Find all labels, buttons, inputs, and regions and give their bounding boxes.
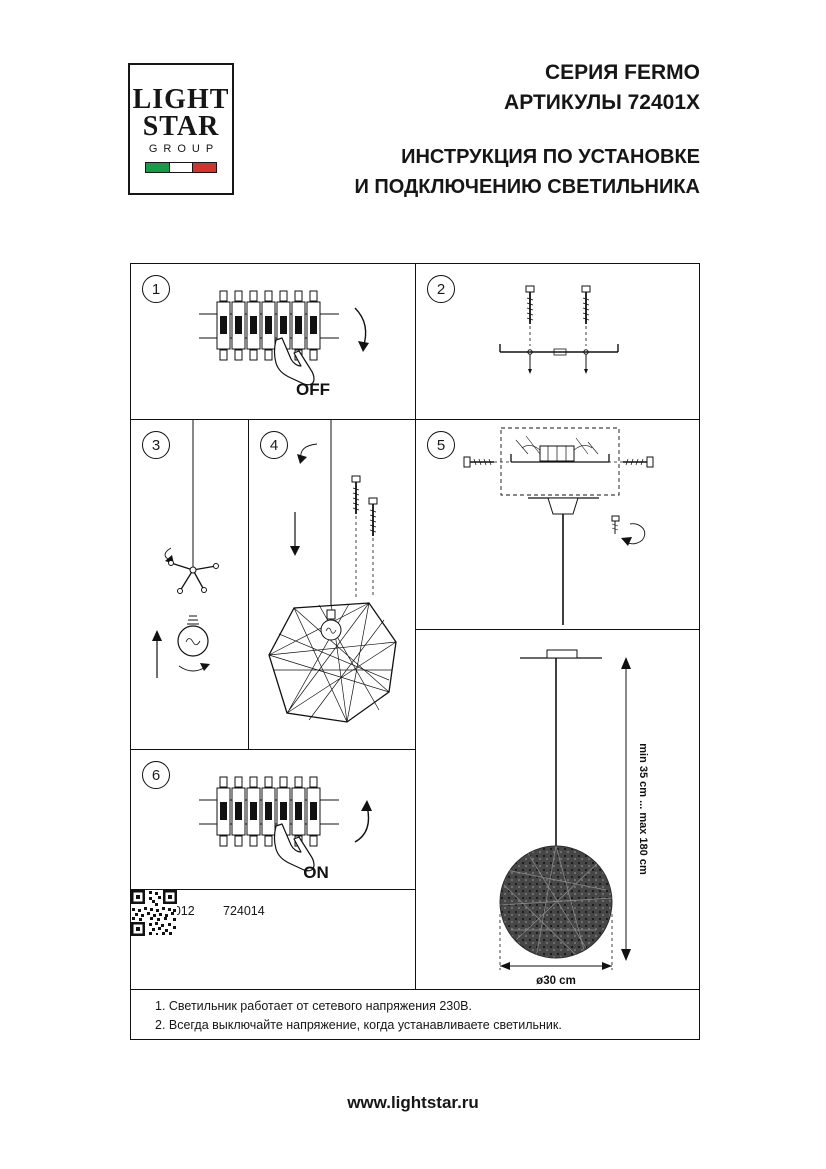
step-1-illustration: OFF — [131, 264, 369, 399]
product-codes-panel: 724012 724014 — [130, 889, 416, 990]
step-5-panel: 5 — [415, 419, 700, 630]
cord-and-holder-drawing — [164, 420, 219, 594]
step-5-illustration — [463, 427, 654, 625]
instruction-title-line1: ИНСТРУКЦИЯ ПО УСТАНОВКЕ — [401, 146, 700, 168]
step-2-panel: 2 — [415, 263, 700, 420]
step-1-panel: 1 OFF — [130, 263, 416, 420]
assembled-lamp-drawing — [499, 649, 613, 959]
assembled-lamp-panel: min 35 cm ... max 180 cm ø30 cm — [415, 629, 700, 990]
height-dimension: min 35 cm ... max 180 cm — [621, 657, 649, 961]
logo-text-light: LIGHT — [132, 83, 230, 115]
step-5-number: 5 — [427, 431, 455, 459]
diameter-label: ø30 cm — [536, 975, 576, 987]
ceiling-mounting-drawing — [463, 427, 654, 625]
bulb-inside-shade-icon — [320, 609, 342, 641]
mounting-bracket-drawing — [499, 344, 619, 374]
circuit-breakers-drawing — [199, 777, 339, 846]
qr-code-724014 — [131, 890, 415, 989]
facet-lines — [268, 602, 397, 723]
series-title: СЕРИЯ FERMO — [544, 61, 700, 84]
instruction-title: ИНСТРУКЦИЯ ПО УСТАНОВКЕ И ПОДКЛЮЧЕНИЮ СВ… — [354, 142, 700, 202]
italian-flag-icon — [145, 161, 217, 173]
articles-title: АРТИКУЛЫ 72401X — [504, 91, 700, 114]
step-3-number: 3 — [142, 431, 170, 459]
safety-notes-panel: 1. Светильник работает от сетевого напря… — [130, 989, 700, 1040]
off-label: OFF — [296, 380, 330, 399]
instruction-figure: 1 OFF 2 — [130, 263, 700, 1040]
right-screw-icon — [608, 456, 654, 468]
logo-text-star: STAR — [142, 110, 220, 142]
step-2-number: 2 — [427, 275, 455, 303]
diameter-dimension: ø30 cm — [499, 914, 613, 987]
header: СЕРИЯ FERMO АРТИКУЛЫ 72401X ИНСТРУКЦИЯ П… — [354, 58, 700, 202]
step-1-number: 1 — [142, 275, 170, 303]
note-1: 1. Светильник работает от сетевого напря… — [155, 999, 472, 1013]
step-6-number: 6 — [142, 761, 170, 789]
side-screw-icon — [611, 515, 646, 546]
product-code-724014: 724014 — [223, 904, 265, 918]
curved-arrow-icon — [354, 800, 372, 843]
on-label: ON — [303, 863, 329, 882]
step-3-panel: 3 — [130, 419, 249, 750]
screw-in-arrow-icon — [178, 663, 210, 672]
step-6-panel: 6 ON — [130, 749, 416, 890]
step-4-number: 4 — [260, 431, 288, 459]
website-url: www.lightstar.ru — [347, 1093, 479, 1112]
circuit-breakers-drawing — [199, 291, 339, 360]
sphere-facet-lines — [500, 846, 612, 958]
logo-text-group: GROUP — [148, 142, 220, 155]
height-range-label: min 35 cm ... max 180 cm — [637, 743, 649, 875]
step-6-illustration: ON — [131, 750, 372, 882]
lightstar-logo: LIGHT STAR GROUP — [128, 63, 234, 195]
step-3-illustration — [152, 420, 219, 678]
step-4-panel: 4 — [248, 419, 416, 750]
assembled-lamp-illustration: min 35 cm ... max 180 cm ø30 cm — [499, 649, 649, 987]
curved-arrow-icon — [354, 307, 369, 352]
step-2-illustration — [499, 285, 619, 374]
note-2: 2. Всегда выключайте напряжение, когда у… — [155, 1018, 562, 1032]
cage-shade-assembly-drawing — [268, 420, 397, 723]
left-screw-icon — [463, 456, 509, 468]
mounting-screws-drawing — [525, 285, 591, 346]
instruction-title-line2: И ПОДКЛЮЧЕНИЮ СВЕТИЛЬНИКА — [354, 176, 700, 198]
light-bulb-icon — [177, 615, 209, 657]
step-4-illustration — [268, 420, 397, 723]
up-arrow-icon — [152, 630, 162, 678]
